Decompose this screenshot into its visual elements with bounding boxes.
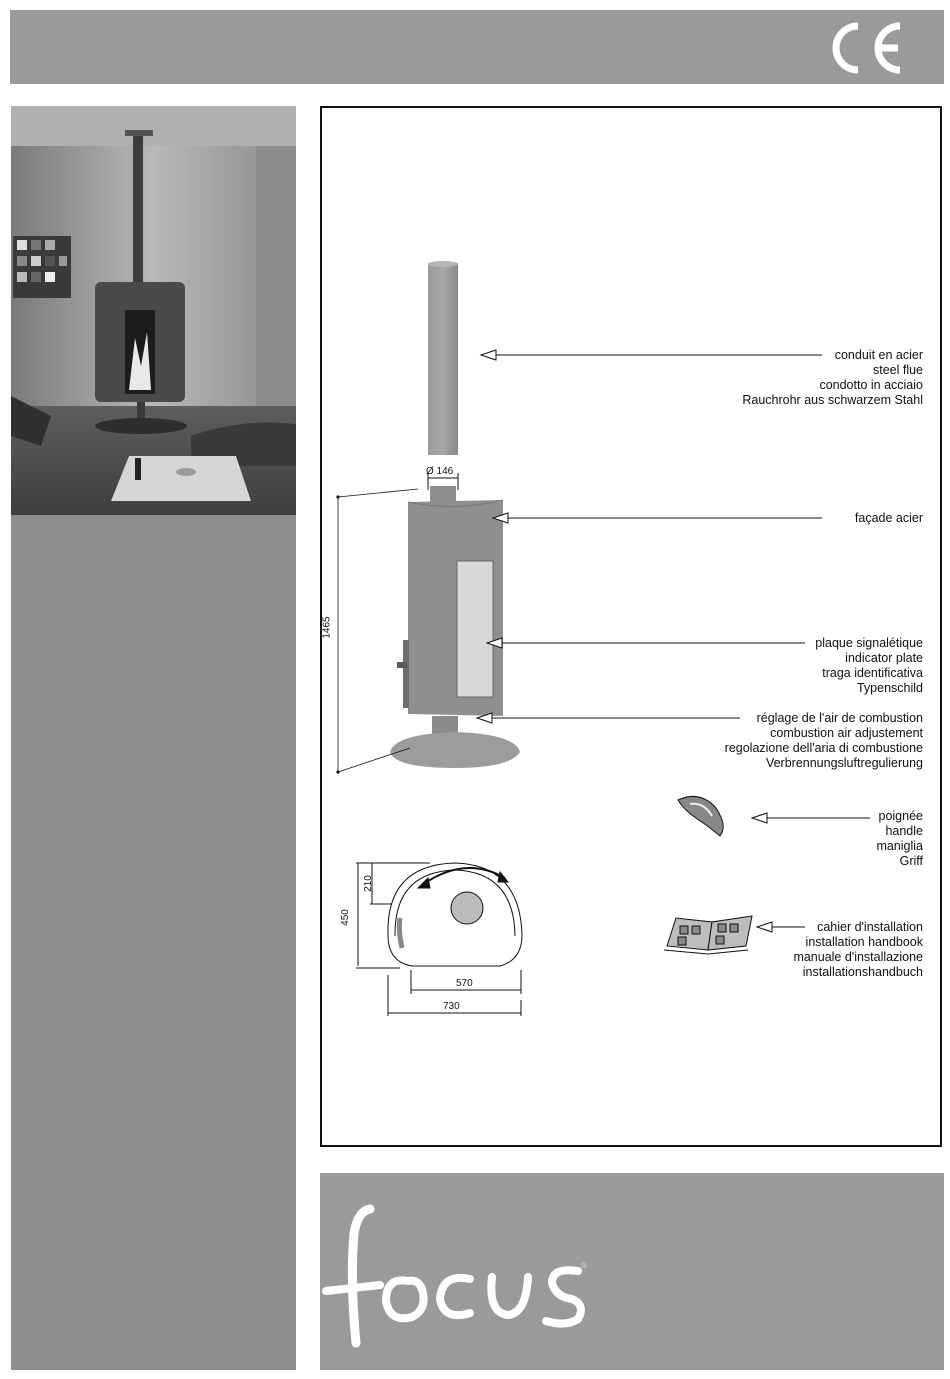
- wall-art: [13, 236, 71, 298]
- handbook-label-de: installationshandbuch: [802, 965, 923, 979]
- handle-callout: poignée handle maniglia Griff: [876, 809, 923, 869]
- handle-label-it: maniglia: [876, 839, 923, 853]
- air-label-de: Verbrennungsluftregulierung: [765, 756, 923, 770]
- stove-base-shape: [390, 732, 520, 768]
- brand-band: [320, 1173, 944, 1370]
- depth-top-label: 210: [362, 875, 374, 892]
- steel-flue-shape: [428, 263, 458, 455]
- air-label-fr: réglage de l'air de combustion: [756, 711, 923, 725]
- plate-label-de: Typenschild: [856, 681, 923, 695]
- width-total-label: 730: [443, 1001, 460, 1012]
- flue-callout: conduit en acier steel flue condotto in …: [742, 348, 923, 408]
- depth-total-label: 450: [339, 909, 351, 926]
- registered-mark: ®: [581, 1261, 587, 1270]
- air-callout: réglage de l'air de combustion combustio…: [725, 711, 923, 771]
- plate-label-it: traga identificativa: [822, 666, 923, 680]
- width-inner-label: 570: [456, 978, 473, 989]
- top-view-drawing: [356, 862, 523, 1016]
- plate-label-en: indicator plate: [845, 651, 923, 665]
- flue-label-fr: conduit en acier: [834, 348, 923, 362]
- plate-label-fr: plaque signalétique: [815, 636, 923, 650]
- facade-label-fr: façade acier: [854, 511, 923, 525]
- flue-label-de: Rauchrohr aus schwarzem Stahl: [742, 393, 923, 407]
- handbook-label-en: installation handbook: [805, 935, 923, 949]
- flue-label-en: steel flue: [872, 363, 923, 377]
- ce-mark-icon: [832, 22, 901, 74]
- handbook-callout: cahier d'installation installation handb…: [793, 920, 923, 980]
- handbook-icon: [663, 915, 753, 955]
- product-photo: [11, 106, 296, 515]
- header-band: [10, 10, 944, 84]
- air-label-it: regolazione dell'aria di combustione: [724, 741, 923, 755]
- handle-label-fr: poignée: [878, 809, 924, 823]
- height-label: 1465: [321, 616, 333, 639]
- handle-icon: [677, 795, 724, 837]
- focus-logo: [322, 1204, 585, 1348]
- plate-callout: plaque signalétique indicator plate trag…: [815, 636, 923, 696]
- facade-callout: façade acier: [855, 511, 923, 526]
- flue-diameter-label: Ø 146: [426, 466, 454, 477]
- handbook-label-fr: cahier d'installation: [817, 920, 923, 934]
- air-label-en: combustion air adjustement: [770, 726, 923, 740]
- handbook-label-it: manuale d'installazione: [793, 950, 923, 964]
- handle-label-en: handle: [885, 824, 923, 838]
- stove-window-shape: [456, 560, 494, 698]
- flue-label-it: condotto in acciaio: [819, 378, 923, 392]
- handle-label-de: Griff: [899, 854, 923, 868]
